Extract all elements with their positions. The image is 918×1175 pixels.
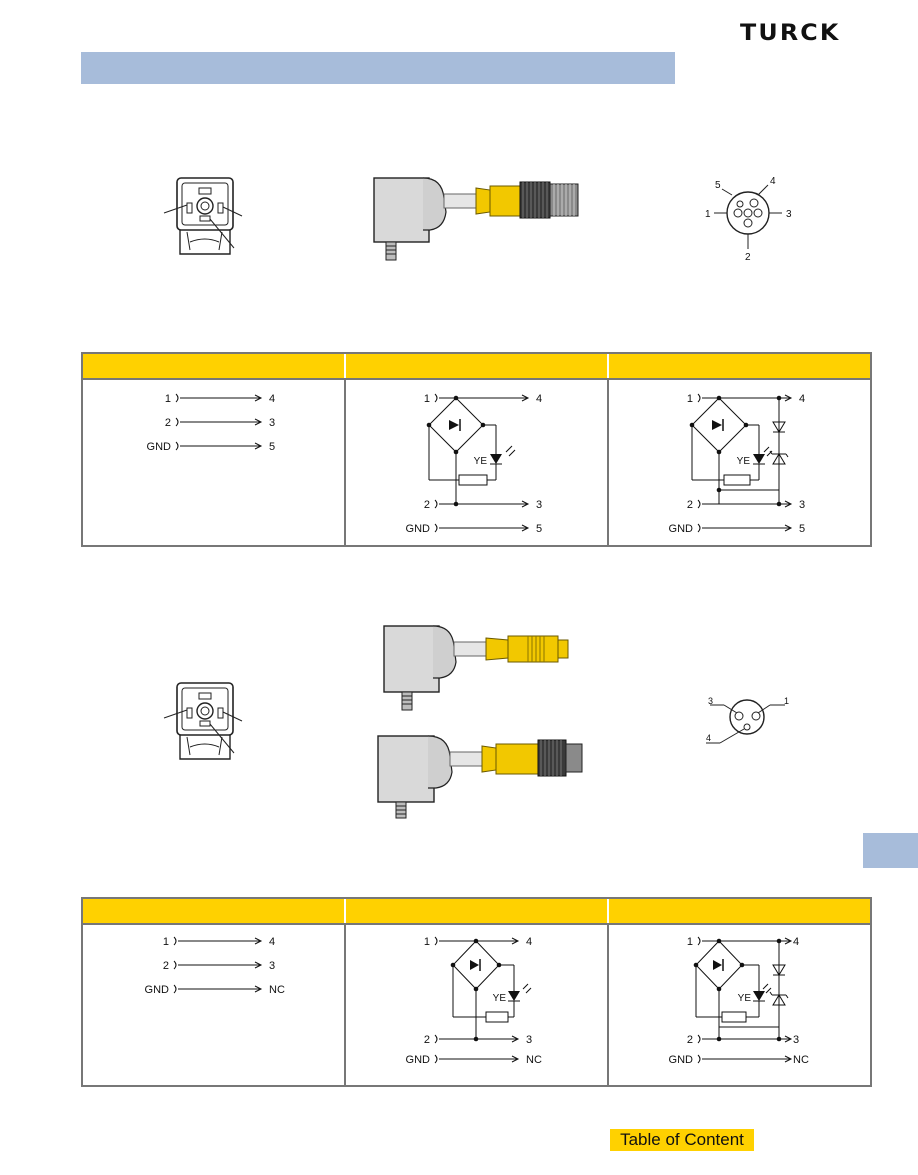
wiring-label: NC <box>793 1054 809 1066</box>
wiring-label: GND <box>406 1054 431 1066</box>
wiring-cell-straight: 1 4 2 3 GND NC <box>83 925 346 1087</box>
wiring-cell-straight: 1 4 2 3 GND 5 <box>83 380 346 547</box>
angled-cordset-icon <box>373 177 579 261</box>
wiring-label: 3 <box>799 499 805 511</box>
table-header <box>83 354 870 380</box>
m8-pin-face-icon: 1 3 4 <box>706 696 789 744</box>
wiring-label: 2 <box>687 1034 693 1046</box>
wiring-label: 4 <box>536 393 542 405</box>
wiring-label: 2 <box>687 499 693 511</box>
wiring-label: 3 <box>269 960 275 972</box>
angled-cordset-male-icon <box>377 735 583 819</box>
wiring-label: 3 <box>793 1034 799 1046</box>
wiring-label: 1 <box>163 936 169 948</box>
valve-connector-front-icon <box>163 682 243 760</box>
wiring-label: 1 <box>687 393 693 405</box>
wiring-label: GND <box>669 523 694 535</box>
wiring-label: NC <box>269 984 285 996</box>
wiring-label: 1 <box>687 936 693 948</box>
wiring-table-bottom: 1 4 2 3 GND NC <box>81 897 872 1087</box>
pin-label-2: 2 <box>745 252 751 260</box>
led-label: YE <box>474 456 488 467</box>
wiring-cell-led-suppression: 1 4 YE 2 3 GND NC <box>609 925 870 1087</box>
wiring-label: 2 <box>424 1034 430 1046</box>
wiring-label: GND <box>406 523 431 535</box>
wiring-label: 2 <box>163 960 169 972</box>
led-label: YE <box>737 456 751 467</box>
wiring-cell-led: 1 4 YE 2 3 GND 5 <box>346 380 609 547</box>
pin-label-1: 1 <box>784 696 789 706</box>
angled-cordset-female-icon <box>383 625 569 711</box>
wiring-table-top: 1 4 2 3 GND 5 <box>81 352 872 547</box>
wiring-label: 1 <box>424 393 430 405</box>
wire-from: GND <box>147 441 172 453</box>
turck-logo: TURCK <box>740 21 841 46</box>
pin-label-3: 3 <box>786 209 792 220</box>
section-title-bar <box>81 52 675 84</box>
wire-from: 2 <box>165 417 171 429</box>
m12-pin-face-icon: 1 2 3 4 5 <box>705 176 792 260</box>
wiring-cell-led: 1 4 YE 2 3 GND NC <box>346 925 609 1087</box>
wire-to: 4 <box>269 393 275 405</box>
wiring-label: 2 <box>424 499 430 511</box>
wiring-label: 4 <box>793 936 799 948</box>
wiring-label: GND <box>145 984 170 996</box>
wiring-label: NC <box>526 1054 542 1066</box>
wiring-cell-led-suppression: 1 4 YE 2 3 GND 5 <box>609 380 870 547</box>
valve-connector-front-icon <box>163 177 243 255</box>
wiring-label: 4 <box>269 936 275 948</box>
table-header <box>83 899 870 925</box>
wiring-label: 4 <box>799 393 805 405</box>
wire-to: 3 <box>269 417 275 429</box>
wiring-label: 3 <box>536 499 542 511</box>
wiring-label: 5 <box>536 523 542 535</box>
pin-label-3: 3 <box>708 696 713 706</box>
chapter-tab[interactable] <box>863 833 918 868</box>
wiring-label: 3 <box>526 1034 532 1046</box>
wiring-label: 4 <box>526 936 532 948</box>
table-of-content-link[interactable]: Table of Content <box>610 1129 754 1151</box>
wire-from: 1 <box>165 393 171 405</box>
wiring-label: 5 <box>799 523 805 535</box>
pin-label-4: 4 <box>706 733 711 743</box>
pin-label-1: 1 <box>705 209 711 220</box>
led-label: YE <box>493 993 507 1004</box>
wiring-label: 1 <box>424 936 430 948</box>
wire-to: 5 <box>269 441 275 453</box>
wiring-label: GND <box>669 1054 694 1066</box>
pin-label-5: 5 <box>715 180 721 191</box>
pin-label-4: 4 <box>770 176 776 187</box>
led-label: YE <box>738 993 752 1004</box>
